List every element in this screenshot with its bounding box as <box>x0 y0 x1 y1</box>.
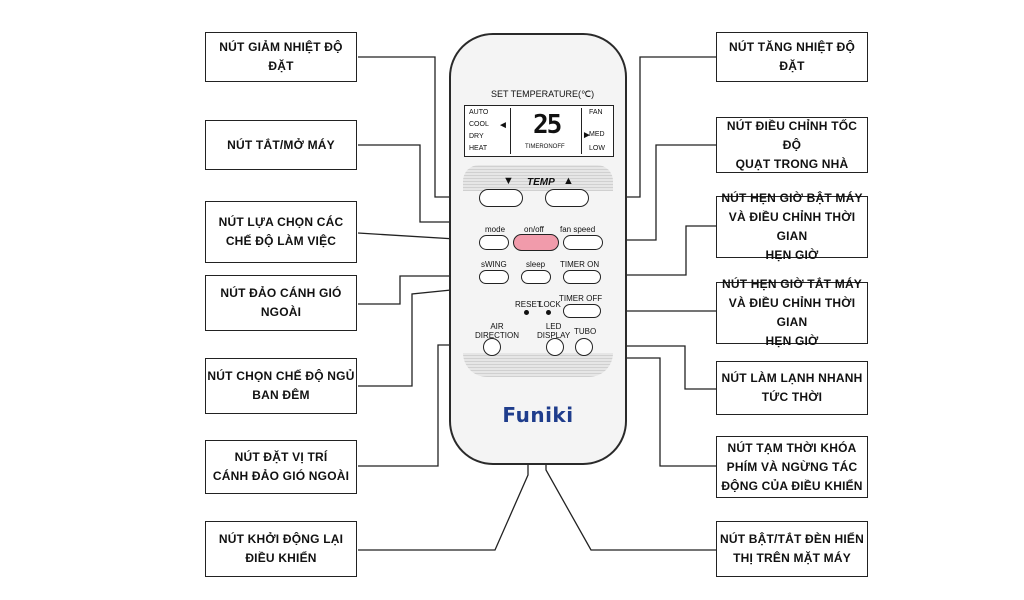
lcd-left-pointer: ◄ <box>498 120 508 131</box>
set-temperature-label: SET TEMPERATURE(℃) <box>491 89 595 99</box>
callout-turbo: NÚT LÀM LẠNH NHANH TỨC THỜI <box>716 361 868 415</box>
timer-on-button[interactable] <box>563 270 601 284</box>
mode-label: mode <box>485 225 506 234</box>
temp-down-arrow-icon: ▼ <box>503 175 514 187</box>
lcd-mode-dry: DRY <box>469 133 484 140</box>
callout-air-direction: NÚT ĐẶT VỊ TRÍ CÁNH ĐẢO GIÓ NGOÀI <box>205 440 357 494</box>
lock-label: LOCK <box>539 300 561 309</box>
lcd-timer-indicator: TIMERONOFF <box>525 144 565 150</box>
callout-power: NÚT TẮT/MỞ MÁY <box>205 120 357 170</box>
air-direction-button[interactable] <box>483 338 501 356</box>
turbo-label: TUBO <box>574 327 597 336</box>
callout-fan-speed-text: NÚT ĐIỀU CHỈNH TỐC ĐỘ QUẠT TRONG NHÀ <box>726 118 858 171</box>
temp-label: TEMP <box>527 177 555 188</box>
callout-power-text: NÚT TẮT/MỞ MÁY <box>227 137 335 152</box>
led-display-button[interactable] <box>546 338 564 356</box>
callout-sleep: NÚT CHỌN CHẾ ĐỘ NGỦ BAN ĐÊM <box>205 358 357 414</box>
lcd-right-pointer: ► <box>582 130 592 141</box>
turbo-button[interactable] <box>575 338 593 356</box>
callout-led-display-text: NÚT BẬT/TẮT ĐÈN HIỂN THỊ TRÊN MẶT MÁY <box>720 532 864 565</box>
lcd-mode-heat: HEAT <box>469 145 488 152</box>
remote-top-band <box>463 165 613 191</box>
callout-reset: NÚT KHỞI ĐỘNG LẠI ĐIỀU KHIỂN <box>205 521 357 577</box>
fan-speed-label: fan speed <box>560 225 596 234</box>
swing-label: sWING <box>481 260 507 269</box>
leader-timer-on <box>600 225 716 276</box>
temp-down-button[interactable] <box>479 189 523 207</box>
lcd-fan-low: LOW <box>589 145 605 152</box>
callout-timer-on: NÚT HẸN GIỜ BẬT MÁY VÀ ĐIỀU CHỈNH THỜI G… <box>716 191 868 262</box>
brand-logo: Funiki <box>502 403 574 427</box>
lcd-temperature-digits: 25 <box>533 110 562 140</box>
callout-mode-text: NÚT LỰA CHỌN CÁC CHẾ ĐỘ LÀM VIỆC <box>218 215 344 248</box>
lcd-fan-label: FAN <box>589 109 603 116</box>
callout-temp-down-text: NÚT GIẢM NHIỆT ĐỘ ĐẶT <box>219 40 343 73</box>
led-display-label: LED DISPLAY <box>537 322 571 340</box>
callout-mode: NÚT LỰA CHỌN CÁC CHẾ ĐỘ LÀM VIỆC <box>205 201 357 263</box>
lock-button[interactable] <box>546 310 551 315</box>
callout-turbo-text: NÚT LÀM LẠNH NHANH TỨC THỜI <box>721 371 863 404</box>
leader-turbo <box>600 345 716 390</box>
callout-temp-up-text: NÚT TĂNG NHIỆT ĐỘ ĐẶT <box>728 40 856 73</box>
callout-temp-down: NÚT GIẢM NHIỆT ĐỘ ĐẶT <box>205 32 357 82</box>
onoff-button[interactable] <box>513 234 559 251</box>
callout-timer-on-text: NÚT HẸN GIỜ BẬT MÁY VÀ ĐIỀU CHỈNH THỜI G… <box>721 191 863 262</box>
onoff-label: on/off <box>524 225 544 234</box>
swing-button[interactable] <box>479 270 509 284</box>
callout-lock-text: NÚT TẠM THỜI KHÓA PHÍM VÀ NGỪNG TÁC ĐỘNG… <box>721 440 863 493</box>
callout-timer-off: NÚT HẸN GIỜ TẮT MÁY VÀ ĐIỀU CHỈNH THỜI G… <box>716 277 868 348</box>
lcd-mode-cool: COOL <box>469 121 489 128</box>
lcd-center-frame <box>510 108 582 154</box>
sleep-label: sleep <box>526 260 546 269</box>
lcd-display: AUTO COOL DRY HEAT ◄ 25 TIMERONOFF ► FAN… <box>464 105 614 157</box>
callout-lock: NÚT TẠM THỜI KHÓA PHÍM VÀ NGỪNG TÁC ĐỘNG… <box>716 436 868 498</box>
mode-button[interactable] <box>479 235 509 250</box>
remote-bottom-band <box>463 353 613 377</box>
reset-button[interactable] <box>524 310 529 315</box>
reset-label: RESET <box>515 300 542 309</box>
callout-air-direction-text: NÚT ĐẶT VỊ TRÍ CÁNH ĐẢO GIÓ NGOÀI <box>212 450 350 483</box>
sleep-button[interactable] <box>521 270 551 284</box>
callout-reset-text: NÚT KHỞI ĐỘNG LẠI ĐIỀU KHIỂN <box>218 532 344 565</box>
air-direction-label: AIR DIRECTION <box>475 322 519 340</box>
fan-speed-button[interactable] <box>563 235 603 250</box>
callout-fan-speed: NÚT ĐIỀU CHỈNH TỐC ĐỘ QUẠT TRONG NHÀ <box>716 117 868 173</box>
callout-swing-text: NÚT ĐẢO CÁNH GIÓ NGOÀI <box>220 286 342 319</box>
lcd-mode-auto: AUTO <box>469 109 489 116</box>
callout-timer-off-text: NÚT HẸN GIỜ TẮT MÁY VÀ ĐIỀU CHỈNH THỜI G… <box>721 277 863 348</box>
callout-temp-up: NÚT TĂNG NHIỆT ĐỘ ĐẶT <box>716 32 868 82</box>
remote-control: SET TEMPERATURE(℃) AUTO COOL DRY HEAT ◄ … <box>449 33 627 465</box>
callout-sleep-text: NÚT CHỌN CHẾ ĐỘ NGỦ BAN ĐÊM <box>207 369 355 402</box>
timer-on-label: TIMER ON <box>560 260 600 269</box>
temp-up-arrow-icon: ▲ <box>563 175 574 187</box>
lcd-fan-med: MED <box>589 131 605 138</box>
timer-off-label: TIMER OFF <box>559 294 603 303</box>
callout-swing: NÚT ĐẢO CÁNH GIÓ NGOÀI <box>205 275 357 331</box>
callout-led-display: NÚT BẬT/TẮT ĐÈN HIỂN THỊ TRÊN MẶT MÁY <box>716 521 868 577</box>
temp-up-button[interactable] <box>545 189 589 207</box>
timer-off-button[interactable] <box>563 304 601 318</box>
leader-fan-speed <box>604 144 716 241</box>
